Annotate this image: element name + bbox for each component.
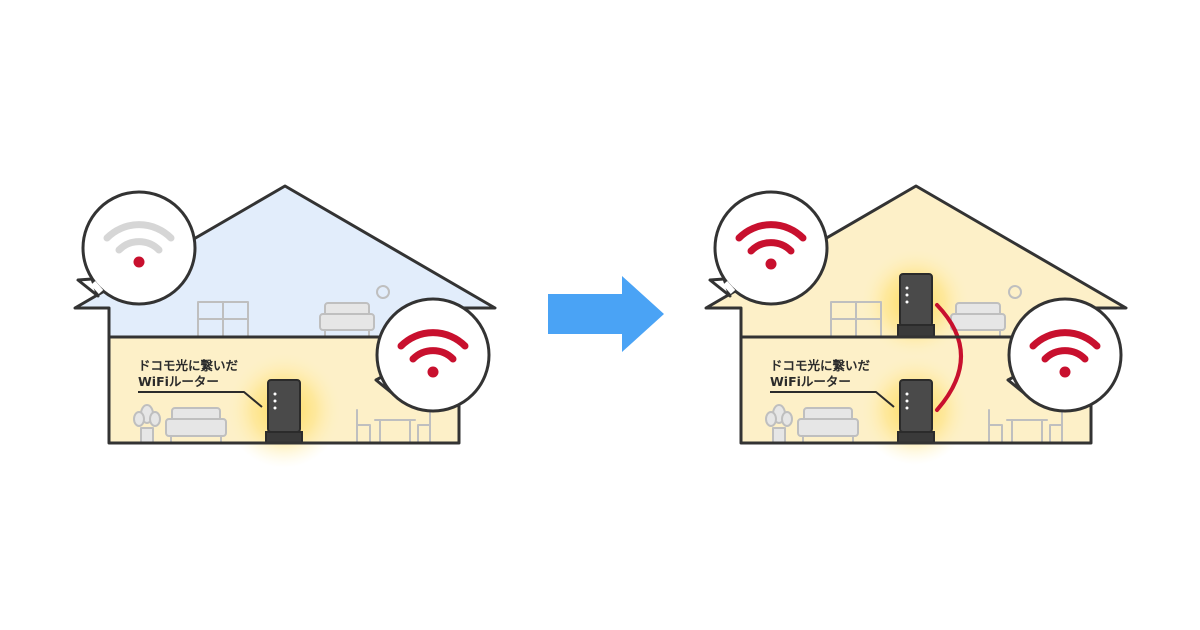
plant-icon <box>133 404 161 444</box>
house-after: ドコモ光に繋いだ WiFiルーター <box>704 184 1128 465</box>
speech-bubble-strong <box>708 190 829 306</box>
router-label-line2: WiFiルーター <box>138 374 219 389</box>
dining-set-icon <box>988 409 1063 444</box>
wifi-icon <box>103 221 175 268</box>
sofa-icon <box>950 302 1006 338</box>
mesh-link-arc <box>935 303 963 412</box>
wall-clock-icon <box>1008 285 1022 299</box>
sofa-icon <box>797 407 859 444</box>
sofa-icon <box>165 407 227 444</box>
plant-icon <box>765 404 793 444</box>
wifi-icon <box>397 329 469 378</box>
router-label-line1: ドコモ光に繋いだ <box>138 358 239 373</box>
router-icon <box>265 379 303 444</box>
house-before: ドコモ光に繋いだ WiFiルーター <box>73 184 497 468</box>
dining-set-icon <box>356 409 431 444</box>
speech-bubble-weak <box>76 190 197 306</box>
speech-bubble-strong <box>374 297 491 413</box>
speech-bubble-strong <box>1006 297 1123 413</box>
arrow-right-icon <box>548 276 664 352</box>
router-icon <box>897 379 935 444</box>
router-label-line1: ドコモ光に繋いだ <box>770 358 871 373</box>
wifi-icon <box>1029 329 1101 378</box>
router-label-line2: WiFiルーター <box>770 374 851 389</box>
wifi-icon <box>735 221 807 270</box>
router-icon <box>897 273 935 338</box>
sofa-icon <box>319 302 375 338</box>
label-leader-line <box>770 391 895 408</box>
label-leader-line <box>138 391 263 408</box>
wall-clock-icon <box>376 285 390 299</box>
